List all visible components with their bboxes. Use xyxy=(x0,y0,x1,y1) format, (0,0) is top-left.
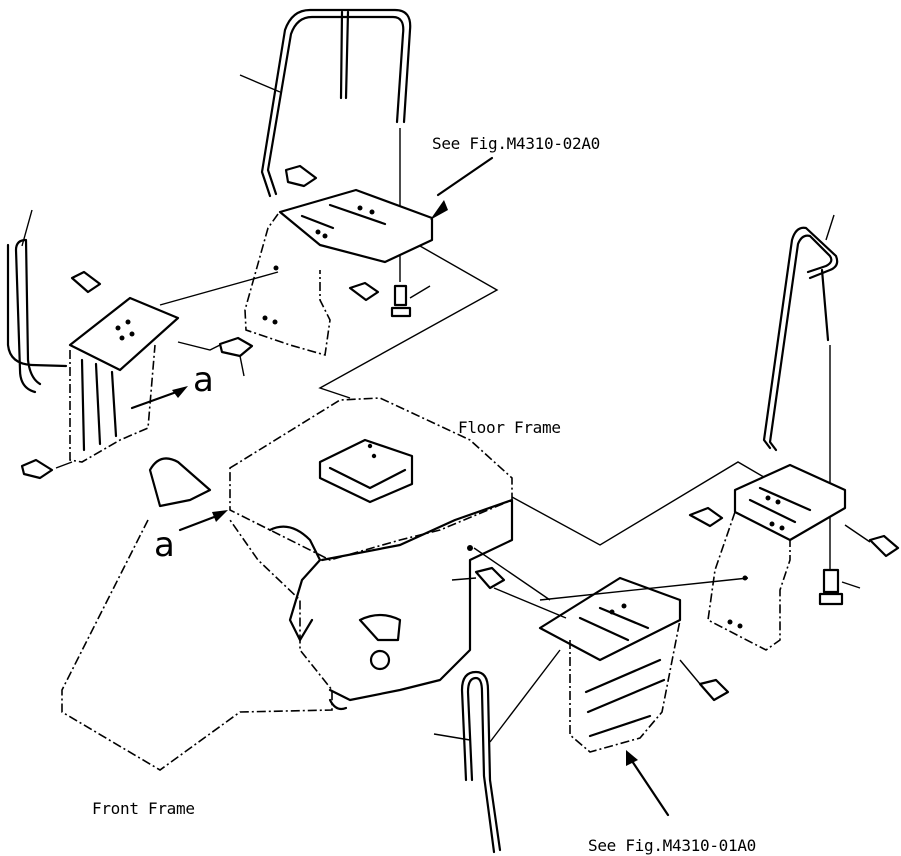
handrail-bottom xyxy=(433,649,561,854)
step-right xyxy=(688,463,900,651)
floor-frame-outline-top xyxy=(318,245,499,399)
front-frame-label: Front Frame xyxy=(92,799,195,818)
step-upper xyxy=(244,156,494,357)
reference-label-bottom: See Fig.M4310-01A0 xyxy=(588,836,756,855)
handrail-right xyxy=(762,214,839,570)
handrail-left xyxy=(6,209,68,394)
step-left xyxy=(20,270,279,480)
detail-marker-a-lower: a xyxy=(154,525,175,565)
handrail-upper-left xyxy=(239,8,412,282)
reference-label-top: See Fig.M4310-02A0 xyxy=(432,134,600,153)
step-bottom xyxy=(451,547,749,817)
detail-marker-a-upper: a xyxy=(193,360,214,400)
bolts-upper xyxy=(284,164,431,318)
front-frame-body xyxy=(61,457,514,771)
floor-frame-label: Floor Frame xyxy=(458,418,561,437)
